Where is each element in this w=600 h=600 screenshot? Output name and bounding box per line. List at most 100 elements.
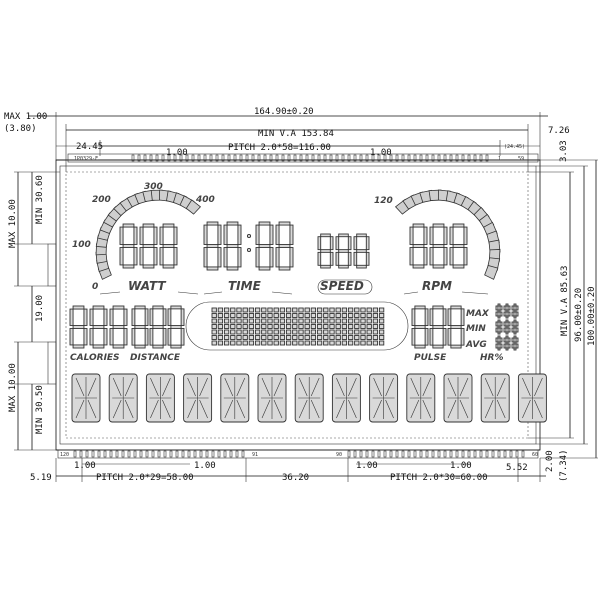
matrix-dot <box>360 335 366 340</box>
top-pin <box>191 154 195 162</box>
alpha-segment <box>273 377 283 397</box>
bottom-pin <box>443 450 447 458</box>
matrix-dot <box>304 340 310 346</box>
watt-bar-right <box>177 291 199 295</box>
matrix-dot <box>217 340 224 346</box>
matrix-dot <box>242 324 248 329</box>
matrix-dot <box>347 324 354 329</box>
matrix-dot <box>347 335 354 340</box>
matrix-dot <box>230 329 236 335</box>
matrix-dot <box>236 307 242 313</box>
bottom-pin <box>241 450 245 458</box>
top-pin <box>245 154 249 162</box>
digit-segment <box>511 327 515 333</box>
digit-segment <box>122 244 135 248</box>
digit-segment <box>429 226 434 245</box>
digit-segment <box>162 264 175 269</box>
alpha-segment <box>261 377 271 397</box>
bottom-pin <box>205 450 209 458</box>
matrix-dot <box>242 307 248 313</box>
matrix-dot <box>211 313 217 318</box>
matrix-dot <box>354 324 360 329</box>
digit-segment <box>505 309 509 313</box>
matrix-dot <box>273 329 279 335</box>
matrix-dot <box>329 324 335 329</box>
matrix-dot <box>261 318 267 324</box>
matrix-dot <box>366 307 372 313</box>
digit-segment <box>515 337 519 343</box>
watt-scale-0: 0 <box>92 282 98 292</box>
matrix-dot <box>310 324 317 329</box>
top-pin <box>137 154 141 162</box>
matrix-dot <box>273 324 279 329</box>
matrix-dot <box>217 307 224 313</box>
matrix-dot <box>335 340 341 346</box>
digit-segment <box>83 308 88 326</box>
alpha-segment <box>496 399 506 419</box>
bottom-pin <box>175 450 179 458</box>
digit-segment <box>170 325 182 329</box>
dim-right-overall-height: 100.00±0.20 <box>587 286 597 346</box>
top-pin <box>215 154 219 162</box>
matrix-dot <box>378 324 385 329</box>
alpha-segment <box>273 399 283 419</box>
matrix-dot <box>261 329 267 335</box>
alpha-segment <box>385 377 394 397</box>
digit-segment <box>131 308 136 327</box>
matrix-dot <box>310 313 317 318</box>
matrix-dot <box>242 329 248 335</box>
digit-segment <box>142 244 155 248</box>
digit-segment <box>255 247 260 268</box>
top-pin <box>389 154 393 162</box>
bottom-pin <box>389 450 393 458</box>
digit-segment <box>152 325 164 329</box>
matrix-dot <box>254 335 261 340</box>
bottom-dimensions <box>55 458 546 482</box>
top-pin <box>233 154 237 162</box>
alphanumeric-row <box>71 373 547 423</box>
matrix-dot <box>292 324 298 329</box>
alpha-segment <box>87 399 97 419</box>
matrix-dot <box>230 324 236 329</box>
top-pin <box>131 154 135 162</box>
matrix-dot <box>292 340 298 346</box>
digit-segment <box>365 236 370 251</box>
matrix-dot <box>354 313 360 318</box>
bottom-pin <box>145 450 149 458</box>
bottom-pin <box>169 450 173 458</box>
matrix-dot <box>304 313 310 318</box>
gauge-segment <box>185 199 202 215</box>
matrix-dot <box>372 313 379 318</box>
digit-segment <box>139 226 144 245</box>
matrix-dot <box>372 307 379 313</box>
top-pin <box>161 154 165 162</box>
matrix-dot <box>254 340 261 346</box>
dim-right-pin-offset: (24.45) <box>504 144 525 150</box>
label-min: MIN <box>466 324 486 334</box>
digit-segment <box>495 311 499 317</box>
matrix-dot <box>223 313 230 318</box>
matrix-dot <box>273 318 279 324</box>
digit-segment <box>320 233 331 238</box>
digit-segment <box>515 311 519 317</box>
matrix-dot <box>223 335 230 340</box>
top-pin <box>149 154 153 162</box>
digit-segment <box>144 308 149 327</box>
bottom-pin <box>497 450 501 458</box>
matrix-dot <box>323 324 329 329</box>
bottom-pin <box>419 450 423 458</box>
alpha-segment <box>522 399 531 419</box>
digit-segment <box>513 331 517 335</box>
digit-segment <box>167 327 172 346</box>
matrix-dot <box>292 307 298 313</box>
digit-segment <box>203 224 208 245</box>
dim-pin-width-top-left: 1.00 <box>166 148 188 158</box>
dim-top-pitch: PITCH 2.0*58=116.00 <box>228 143 331 153</box>
matrix-dot <box>298 329 304 335</box>
digit-segment <box>424 308 429 327</box>
alpha-char <box>406 373 436 423</box>
matrix-dot <box>285 313 292 318</box>
dim-right-inner-height: 96.00±0.20 <box>574 288 584 342</box>
matrix-dot <box>378 318 385 324</box>
digit-segment <box>139 247 144 266</box>
